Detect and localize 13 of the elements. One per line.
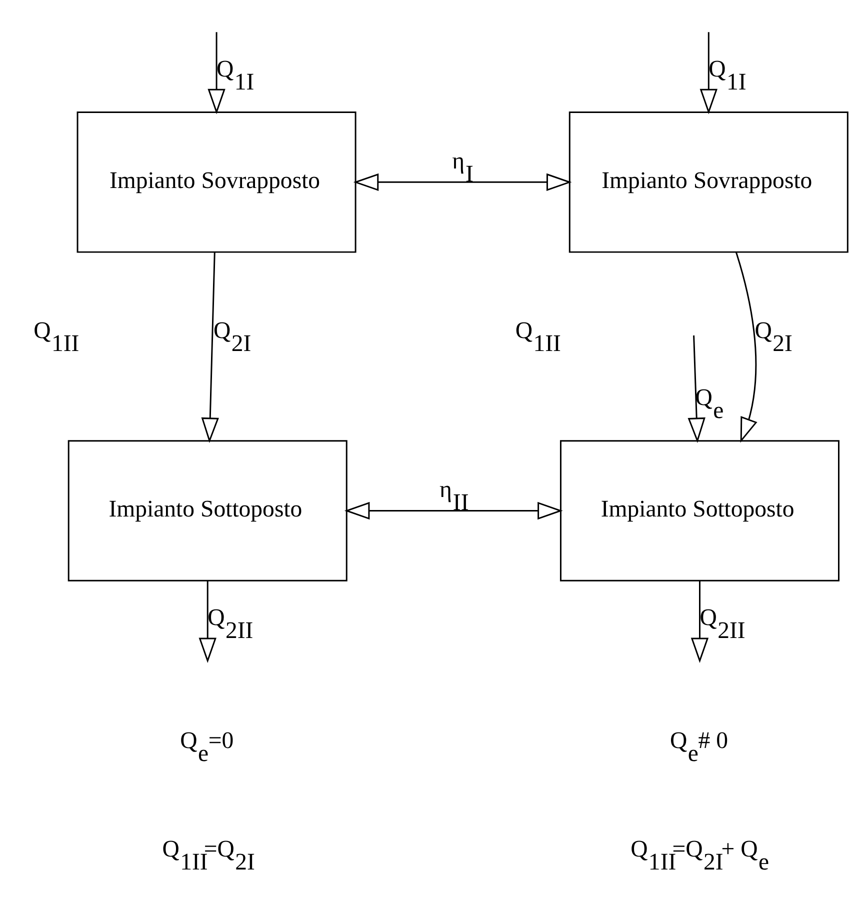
node-box: Impianto Sottoposto [560,440,840,582]
arrow [353,173,572,192]
node-box: Impianto Sottoposto [68,440,348,582]
arrow [700,32,718,114]
node-box: Impianto Sovrapposto [76,112,356,253]
arrow [208,32,226,114]
arrow [690,580,709,664]
arrow [344,502,563,520]
arrow [688,335,706,443]
arrow [201,252,219,443]
arrow [735,252,758,443]
node-box: Impianto Sovrapposto [568,112,848,253]
arrow [198,580,216,664]
